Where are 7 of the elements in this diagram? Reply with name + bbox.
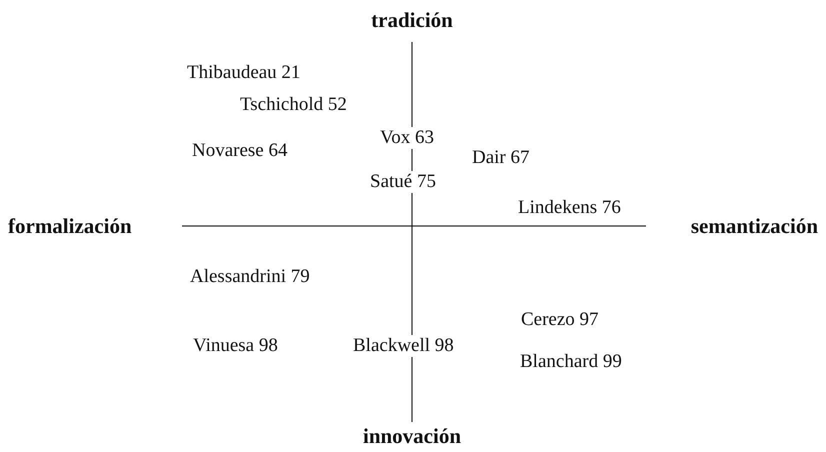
pole-label: tradición: [371, 9, 453, 31]
pole-label: formalización: [8, 215, 132, 237]
pole-label: semantización: [690, 215, 818, 237]
author-label: Satué 75: [370, 171, 436, 193]
pole-label: innovación: [362, 425, 462, 447]
author-label: Blackwell 98: [353, 335, 454, 357]
author-label: Vox 63: [380, 127, 434, 149]
